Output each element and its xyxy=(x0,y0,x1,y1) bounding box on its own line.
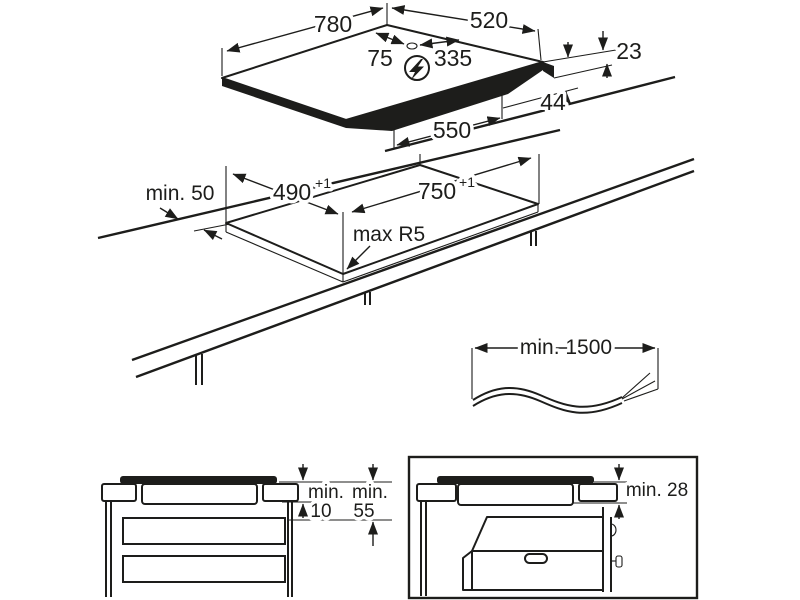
glass-height-label: 23 xyxy=(616,38,642,64)
corner-radius-label: max R5 xyxy=(353,223,425,246)
built-in-oven xyxy=(462,516,604,591)
dimension-line xyxy=(375,32,405,45)
worktop-legs xyxy=(195,231,537,385)
adjustment-screw xyxy=(615,555,623,568)
oven-clearance-view: min. 28 xyxy=(407,455,699,600)
arrow xyxy=(159,207,179,220)
reference-line xyxy=(193,223,231,232)
worktop-section-left xyxy=(416,483,457,502)
dimension-line xyxy=(232,173,339,215)
casing-width-label: 550 xyxy=(433,117,471,143)
oven-outline xyxy=(462,517,604,591)
oven-gap-label: min. 28 xyxy=(626,480,688,501)
cable-entry-position: 75 335 xyxy=(364,32,476,81)
drawer-gap-value-label: 55 xyxy=(353,501,374,522)
reference-line-worktop-top xyxy=(553,64,613,79)
worktop-section-right xyxy=(262,483,299,502)
hob-glass-section xyxy=(437,476,594,484)
extension-line xyxy=(537,28,542,61)
reference-line-glass-top xyxy=(542,49,617,63)
dimension-line xyxy=(396,116,501,147)
lightning-bolt-icon xyxy=(404,55,430,81)
oven-top-face xyxy=(471,516,604,552)
hinge-bump xyxy=(610,523,617,537)
drawer-front-top xyxy=(122,517,286,545)
dimension-23: 23 xyxy=(542,31,645,79)
power-cable-view: min. 1500 xyxy=(471,333,659,414)
drawer-clearance-view: min. 10 min. 55 xyxy=(101,464,392,597)
mains-cable-line xyxy=(472,386,623,408)
cable-length-label: min. 1500 xyxy=(520,336,612,359)
hob-casing-body xyxy=(346,62,543,131)
cable-entry-point xyxy=(406,42,418,50)
wire-end xyxy=(621,372,651,399)
hob-glass-edge-tip xyxy=(543,62,554,78)
dimension-min-50: min. 50 xyxy=(142,179,231,241)
casing-gap-value-label: 10 xyxy=(310,501,331,522)
panel-frame xyxy=(407,455,699,600)
dimension-line xyxy=(419,36,460,49)
cable-wire-ends xyxy=(621,372,659,402)
wire-end xyxy=(621,380,656,400)
dimension-750: 750 +1 xyxy=(351,154,540,214)
worktop-section-left xyxy=(101,483,137,502)
width-label: 780 xyxy=(314,11,352,37)
dimension-line xyxy=(351,156,532,214)
dimension-max-r5: max R5 xyxy=(346,220,429,270)
dimension-line xyxy=(391,5,536,34)
hob-glass-section xyxy=(120,476,277,484)
arrow xyxy=(346,245,371,270)
cable-offset-right-label: 335 xyxy=(434,45,472,71)
dimension-44: 44 xyxy=(502,86,579,119)
mains-cable-line xyxy=(472,392,623,414)
cutout-wall-line xyxy=(342,211,539,283)
worktop-front-edge-bottom xyxy=(135,169,695,379)
power-symbol-bolt xyxy=(409,59,424,80)
cutout-depth-edges xyxy=(225,204,539,283)
dimension-780: 780 xyxy=(221,3,388,76)
hob-glass-edge-left xyxy=(222,78,346,128)
hob-isometric-view: 780 520 75 335 23 xyxy=(221,3,676,153)
dimension-550: 550 xyxy=(393,92,503,149)
casing-gap-min-label: min. xyxy=(308,482,344,503)
cutout-depth-tolerance-label: +1 xyxy=(315,175,331,191)
cutout-width-label: 750 xyxy=(418,178,456,204)
installation-height-label: 44 xyxy=(540,89,566,115)
dimension-line xyxy=(226,6,384,53)
dimension-490: 490 +1 xyxy=(225,154,421,273)
dimension-520: 520 xyxy=(391,4,542,61)
oven-handle xyxy=(524,553,548,564)
hob-casing-section xyxy=(457,483,574,506)
hob-casing-section xyxy=(141,483,258,505)
arrow xyxy=(203,229,223,241)
cutout-width-tolerance-label: +1 xyxy=(459,174,475,190)
depth-label: 520 xyxy=(470,7,508,33)
worktop-front-edge-top xyxy=(131,157,695,362)
worktop-cutout-view: min. 50 490 +1 750 +1 max R5 xyxy=(97,128,695,385)
cutout-wall-line xyxy=(225,231,344,283)
wire-end xyxy=(623,388,659,402)
worktop-section-right xyxy=(578,483,618,502)
drawer-gap-min-label: min. xyxy=(352,482,388,503)
cutout-depth-label: 490 xyxy=(273,179,311,205)
cable-offset-left-label: 75 xyxy=(367,45,393,71)
drawer-front-bottom xyxy=(122,555,286,583)
rear-clearance-label: min. 50 xyxy=(146,182,215,205)
